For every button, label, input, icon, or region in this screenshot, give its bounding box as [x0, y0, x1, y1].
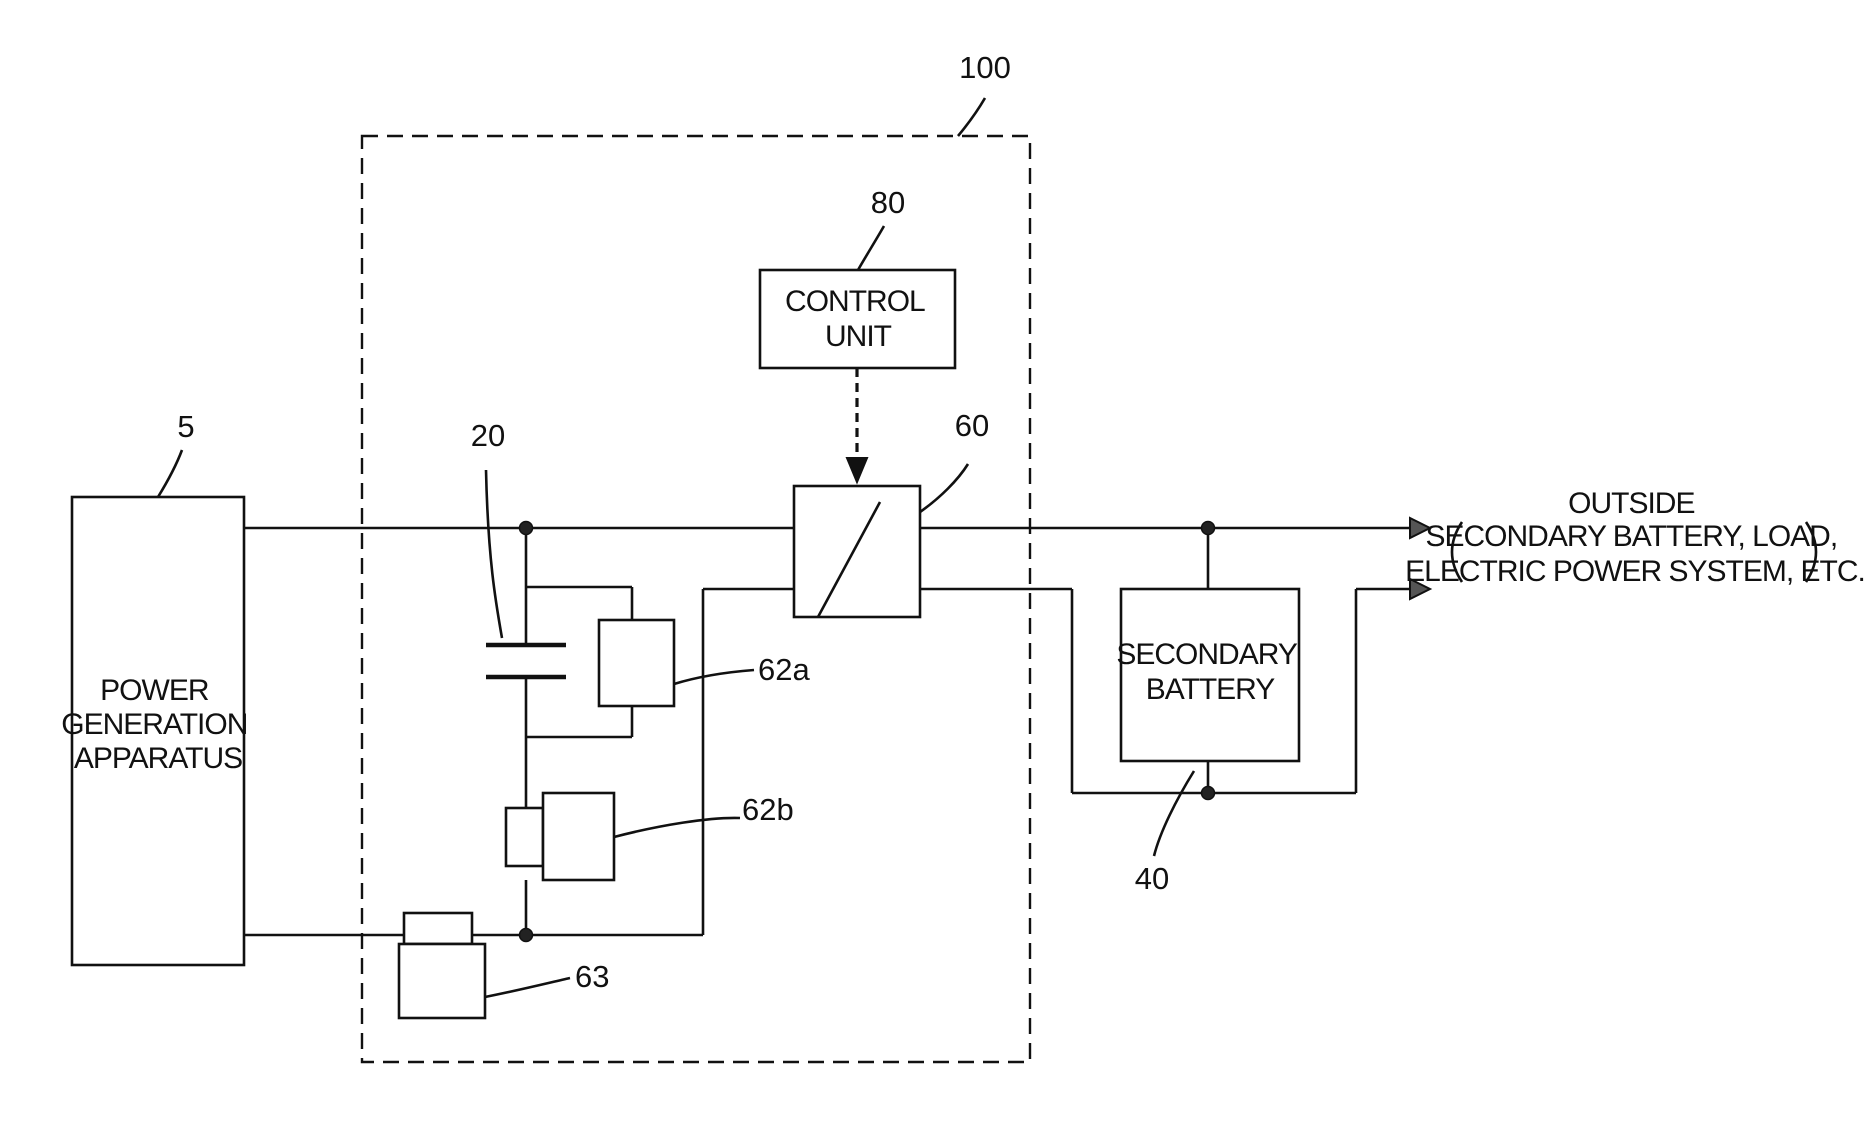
ref-62a: 62a	[758, 652, 810, 687]
ref-100-leader	[958, 98, 985, 136]
ref-63-leader	[485, 978, 570, 997]
junction-dot	[520, 929, 533, 942]
sensor-62b	[543, 793, 614, 880]
sensor-62a	[599, 620, 674, 706]
control-signal-arrowhead	[847, 458, 867, 482]
ref-62b: 62b	[742, 792, 794, 827]
ref-63: 63	[575, 959, 609, 994]
ref-80: 80	[871, 185, 905, 220]
ref-60-leader	[920, 464, 968, 512]
junction-dot	[1202, 522, 1215, 535]
ref-80-leader	[858, 226, 884, 270]
ref-62b-leader	[614, 818, 740, 837]
outside-label: OUTSIDE SECONDARY BATTERY, LOAD, ELECTRI…	[1405, 487, 1865, 588]
junction-dot	[520, 522, 533, 535]
ref-60: 60	[955, 408, 989, 443]
ref-40-leader	[1154, 771, 1194, 856]
ref-40: 40	[1135, 861, 1169, 896]
sensor-62b-coupler	[506, 808, 543, 866]
converter-60	[794, 486, 920, 617]
sensor-63	[399, 944, 485, 1018]
ref-100: 100	[959, 50, 1011, 85]
ref-5: 5	[177, 409, 194, 444]
junction-dot	[1202, 787, 1215, 800]
ref-5-leader	[158, 450, 182, 497]
ref-62a-leader	[674, 670, 754, 684]
ref-20-leader	[486, 470, 502, 638]
sensor-63-coupler	[404, 913, 472, 944]
ref-20: 20	[471, 418, 505, 453]
